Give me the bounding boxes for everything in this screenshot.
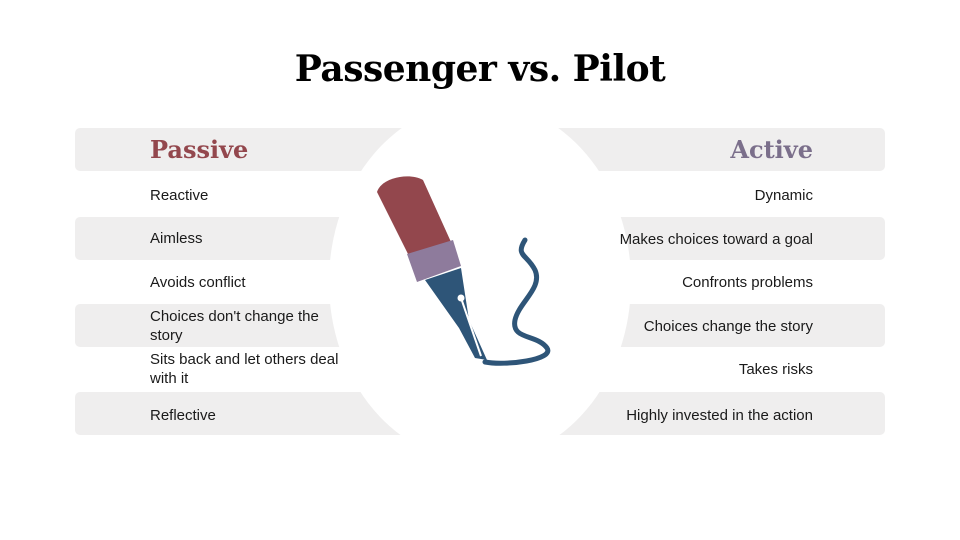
active-item: Makes choices toward a goal xyxy=(613,219,813,259)
active-item: Choices change the story xyxy=(613,306,813,346)
passive-item: Reactive xyxy=(150,185,340,205)
active-header: Active xyxy=(730,135,813,164)
active-item: Highly invested in the action xyxy=(613,395,813,435)
active-item: Dynamic xyxy=(613,185,813,205)
active-item: Takes risks xyxy=(613,359,813,379)
nib-hole xyxy=(458,295,465,302)
fountain-pen-icon xyxy=(365,170,575,370)
passive-item: Reflective xyxy=(150,405,340,425)
active-item: Confronts problems xyxy=(613,272,813,292)
passive-item: Avoids conflict xyxy=(150,272,340,292)
passive-item: Choices don't change the story xyxy=(150,306,340,346)
passive-item: Aimless xyxy=(150,228,340,248)
passive-item: Sits back and let others deal with it xyxy=(150,349,340,389)
slide-title: Passenger vs. Pilot xyxy=(0,48,960,90)
ink-line xyxy=(485,240,548,363)
passive-header: Passive xyxy=(150,135,248,164)
